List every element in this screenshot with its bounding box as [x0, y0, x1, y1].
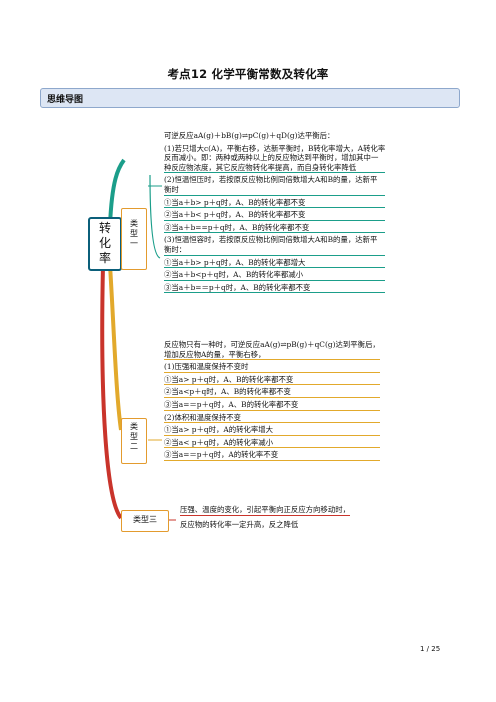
- type-2-line: ②当a<p＋q时，A、B的转化率都不变: [164, 387, 380, 398]
- branch-type-1-sub: [149, 174, 161, 259]
- type-1-line: 可逆反应aA(g)＋bB(g)⇌pC(g)＋qD(g)达平衡后：: [164, 131, 335, 140]
- type-1-line: 反而减小。即：两种或两种以上的反应物达到平衡时，增加其中一: [164, 153, 379, 163]
- type-1-line: (2)恒温恒压时，若按原反应物比例同倍数增大A和B的量，达新平: [164, 175, 378, 185]
- branch-type-1: [108, 158, 126, 226]
- type-1-line: ①当a＋b> p＋q时，A、B的转化率都增大: [164, 258, 386, 269]
- root-label: 转化率: [98, 221, 111, 265]
- type-2-label: 类型二: [130, 422, 138, 451]
- type-1-line: ③当a＋b==p＋q时，A、B的转化率都不变: [164, 223, 386, 234]
- page-number: 1 / 25: [420, 645, 441, 653]
- type-1-line: (1)若只增大c(A)，平衡右移，达新平衡时，B转化率增大，A转化率: [164, 143, 386, 153]
- type-1-line: ②当a＋b<p＋q时，A、B的转化率都减小: [164, 270, 386, 281]
- type-2-line: 反应物只有一种时，可逆反应aA(g)⇌pB(g)＋qC(g)达到平衡后，: [164, 340, 380, 349]
- type-2-line: ③当a=＝p＋q时，A的转化率不变: [164, 450, 380, 461]
- section-header: 思维导图: [40, 88, 460, 108]
- type-1-line: 种反应物浓度，其它反应物转化率提高，而自身转化率降低: [164, 163, 386, 174]
- type-3-content: 压强、温度的变化，引起平衡向正反应方向移动时， 反应物的转化率一定升高，反之降低: [180, 505, 350, 529]
- type-3-label: 类型三: [133, 515, 157, 524]
- type-1-label: 类型一: [130, 219, 138, 248]
- type-2-line: (2)体积和温度保持不变: [164, 413, 380, 424]
- type-2-content: 反应物只有一种时，可逆反应aA(g)⇌pB(g)＋qC(g)达到平衡后， 增加反…: [164, 340, 380, 461]
- type-1-line: (3)恒温恒容时，若按原反应物比例同倍数增大A和B的量，达新平: [164, 235, 378, 245]
- type-1-line: 衡时：: [164, 245, 386, 256]
- page-title: 考点12 化学平衡常数及转化率: [167, 67, 329, 81]
- type-3-line: 反应物的转化率一定升高，反之降低: [180, 519, 299, 529]
- type-2-line: ③当a=＝p＋q时，A、B的转化率都不变: [164, 400, 380, 411]
- type-2-node: 类型二: [121, 418, 147, 464]
- section-header-label: 思维导图: [47, 95, 84, 105]
- type-1-line: 衡时: [164, 185, 386, 196]
- type-2-line: (1)压强和温度保持不变时: [164, 362, 380, 373]
- type-1-line: ①当a＋b> p＋q时，A、B的转化率都不变: [164, 198, 386, 209]
- root-node: 转化率: [88, 217, 122, 271]
- type-1-line: ②当a＋b< p＋q时，A、B的转化率都不变: [164, 210, 386, 221]
- type-2-line: ①当a> p＋q时，A、B的转化率都不变: [164, 375, 380, 386]
- branch-type-3: [100, 264, 123, 520]
- type-3-node: 类型三: [121, 510, 169, 532]
- type-3-line: 压强、温度的变化，引起平衡向正反应方向移动时，: [180, 505, 350, 516]
- type-1-line: ③当a＋b=＝p＋q时，A、B的转化率都不变: [164, 283, 386, 294]
- type-2-line: ①当a> p＋q时，A的转化率增大: [164, 425, 380, 436]
- branch-type-2: [108, 264, 123, 431]
- type-1-content: 可逆反应aA(g)＋bB(g)⇌pC(g)＋qD(g)达平衡后： (1)若只增大…: [164, 131, 386, 294]
- type-1-node: 类型一: [121, 208, 147, 270]
- type-2-line: ②当a< p＋q时，A的转化率减小: [164, 438, 380, 449]
- type-2-line: 增加反应物A的量，平衡右移，: [164, 350, 380, 361]
